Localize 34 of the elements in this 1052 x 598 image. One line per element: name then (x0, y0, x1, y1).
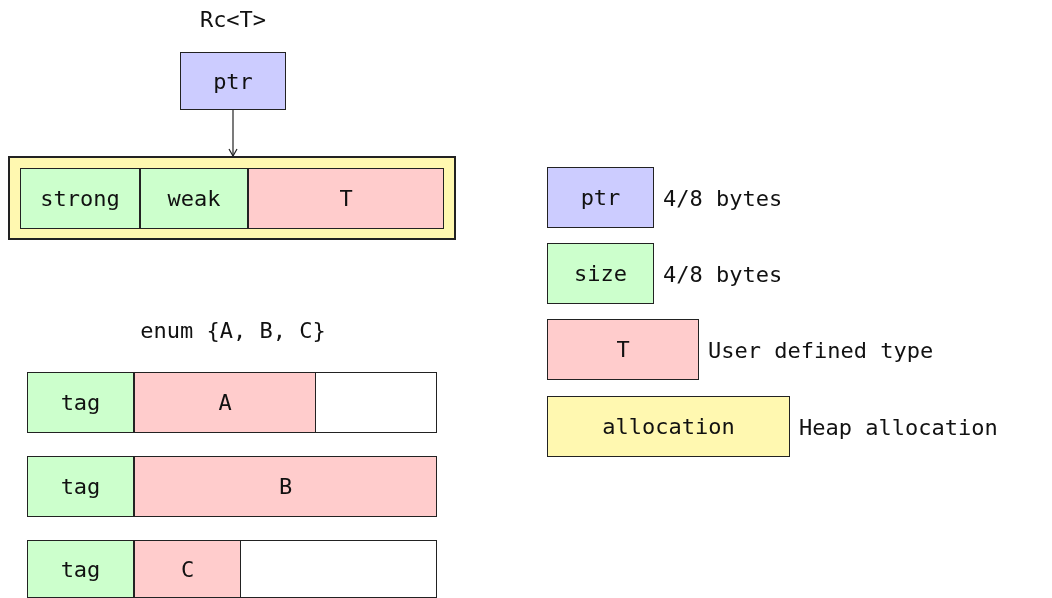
tag-field (27, 540, 134, 598)
variant-field (134, 372, 316, 433)
variant-field (134, 540, 241, 598)
arrow (228, 109, 238, 157)
type-heading: Rc<T> (199, 7, 267, 32)
field-label: tag (60, 390, 101, 415)
legend-description: 4/8 bytes (663, 261, 783, 286)
variant-field (134, 456, 437, 517)
enum-variant-box (27, 540, 437, 598)
counter-field (20, 168, 140, 229)
field-label: tag (60, 556, 101, 582)
field-label: C (180, 556, 195, 582)
legend-description: User defined type (708, 337, 934, 362)
enum-variant-box (27, 372, 437, 433)
field-label: ptr (580, 185, 621, 210)
heap-allocation-box (8, 156, 456, 240)
field-label: weak (167, 186, 221, 211)
tag-field (27, 456, 134, 517)
field-label: A (218, 390, 232, 415)
field-label: B (278, 474, 293, 499)
legend-description: 4/8 bytes (663, 185, 783, 210)
tag-field (27, 372, 134, 433)
enum-heading: enum {A, B, C} (140, 318, 326, 343)
field-label: strong (40, 186, 120, 211)
field-label: ptr (213, 68, 253, 94)
field-label: T (616, 337, 630, 362)
field-label: size (574, 261, 627, 286)
field-label: tag (60, 474, 101, 499)
field-label: allocation (602, 414, 735, 439)
value-field (248, 168, 444, 229)
legend-description: Heap allocation (799, 414, 998, 439)
field-label: T (339, 186, 353, 211)
enum-variant-box (27, 456, 437, 517)
counter-field (140, 168, 248, 229)
